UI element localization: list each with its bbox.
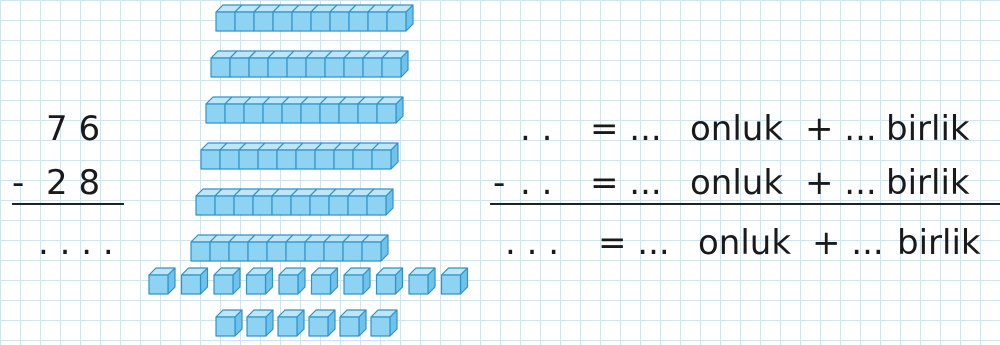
row1-ones-word: birlik [886, 112, 970, 146]
ones-unit [279, 268, 305, 294]
ones-unit [182, 268, 208, 294]
row3-tens-word: onluk [698, 226, 791, 260]
row1-equals: = ... [590, 112, 662, 146]
tens-rod [211, 51, 408, 77]
row1-plus: + ... [805, 112, 877, 146]
row2-blank: . . [520, 166, 552, 200]
ones-unit [340, 310, 366, 336]
ones-unit [344, 268, 370, 294]
ones-unit [371, 310, 397, 336]
ones-unit [216, 310, 242, 336]
ones-unit [247, 268, 273, 294]
row2-equals: = ... [590, 166, 662, 200]
minus-sign: - [12, 166, 24, 200]
row1-tens-word: onluk [690, 112, 783, 146]
decomposition-divider [490, 203, 1000, 205]
ones-unit [149, 268, 175, 294]
ones-unit [247, 310, 273, 336]
row2-minus-sign: - [493, 166, 505, 200]
result-blank: . . . . [38, 226, 114, 260]
ones-unit [309, 310, 335, 336]
row1-blank: . . [520, 112, 552, 146]
tens-rod [206, 97, 403, 123]
ones-unit [214, 268, 240, 294]
row3-blank: . . . [505, 226, 559, 260]
tens-rod [191, 235, 388, 261]
ones-unit [377, 268, 403, 294]
tens-rod [196, 189, 393, 215]
row3-ones-word: birlik [897, 226, 981, 260]
subtrahend: 2 8 [46, 166, 100, 200]
row3-equals: = ... [598, 226, 670, 260]
row2-plus: + ... [805, 166, 877, 200]
row3-plus: + ... [812, 226, 884, 260]
minuend: 7 6 [46, 112, 100, 146]
row2-ones-word: birlik [886, 166, 970, 200]
problem-divider [12, 203, 124, 205]
tens-rod [216, 5, 413, 31]
row2-tens-word: onluk [690, 166, 783, 200]
ones-unit [409, 268, 435, 294]
ones-unit [312, 268, 338, 294]
ones-unit [442, 268, 468, 294]
tens-rod [201, 143, 398, 169]
ones-unit [278, 310, 304, 336]
